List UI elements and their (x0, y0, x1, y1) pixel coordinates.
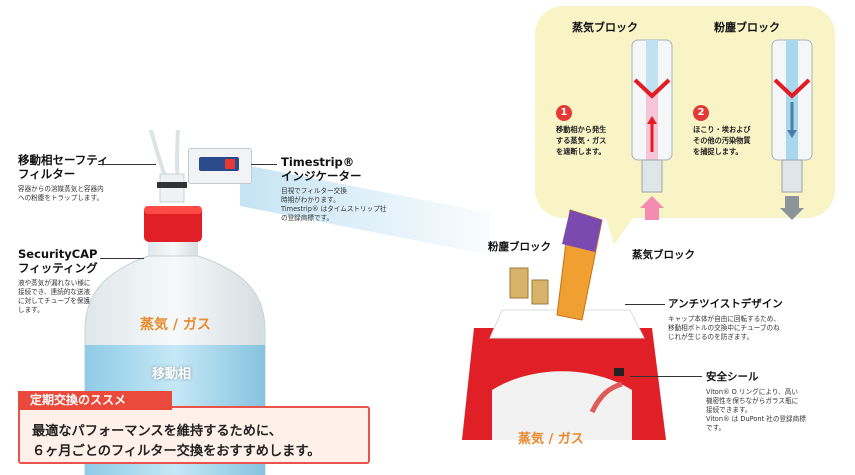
step-2-text: ほこり・埃および その他の汚染物質 を捕捉します。 (693, 125, 751, 156)
panel-dust-title: 粉塵ブロック (714, 21, 780, 34)
timestrip-label: Timestrip® インジケーター 目視でフィルター交換 時期がわかります。 … (281, 155, 387, 222)
cap-cutaway-illustration (462, 209, 666, 440)
step-1-text: 移動相から発生 する蒸気・ガス を遮断します。 (556, 125, 607, 156)
recommendation-tag: 定期交換のススメ (18, 391, 172, 410)
recommendation-box: 最適なパフォーマンスを維持するために、 ６ヶ月ごとのフィルター交換をおすすめしま… (18, 406, 370, 464)
anti-twist-label: アンチツイストデザイン キャップ本体が自由に回転するため、 移動相ボトルの交換中… (668, 298, 783, 341)
step-1-badge: 1 (556, 105, 572, 121)
step-2-badge: 2 (693, 105, 709, 121)
cap-gas-label: 蒸気 / ガス (518, 432, 584, 447)
safety-filter-leader (98, 164, 156, 165)
seal-leader (630, 376, 702, 377)
timestrip-indicator (188, 148, 252, 184)
timestrip-leader (251, 164, 277, 165)
bottle-phase-label: 移動相 (152, 367, 192, 382)
cap-steam-block-label: 蒸気ブロック (632, 249, 695, 261)
recommendation-line-2: ６ヶ月ごとのフィルター交換をおすすめします。 (32, 444, 321, 459)
bottle-gas-label: 蒸気 / ガス (140, 317, 211, 333)
anti-twist-leader (625, 304, 665, 305)
panel-steam-title: 蒸気ブロック (572, 21, 638, 34)
recommendation-line-1: 最適なパフォーマンスを維持するために、 (32, 424, 282, 439)
seal-label: 安全シール Viton® O リングにより、高い 機密性を保ちながらガラス瓶に … (706, 371, 806, 432)
securitycap-leader (100, 258, 144, 259)
panel-tubes-illustration (631, 39, 813, 220)
safety-filter-label: 移動相セーフティ フィルター 容器からの溶媒蒸気と容器内 への粉塵をトラップしま… (18, 153, 109, 202)
cap-dust-block-label: 粉塵ブロック (488, 241, 551, 253)
securitycap-label: SecurityCAP フィッティング 液や蒸気が漏れない様に 接続でき、連続的… (18, 247, 98, 314)
